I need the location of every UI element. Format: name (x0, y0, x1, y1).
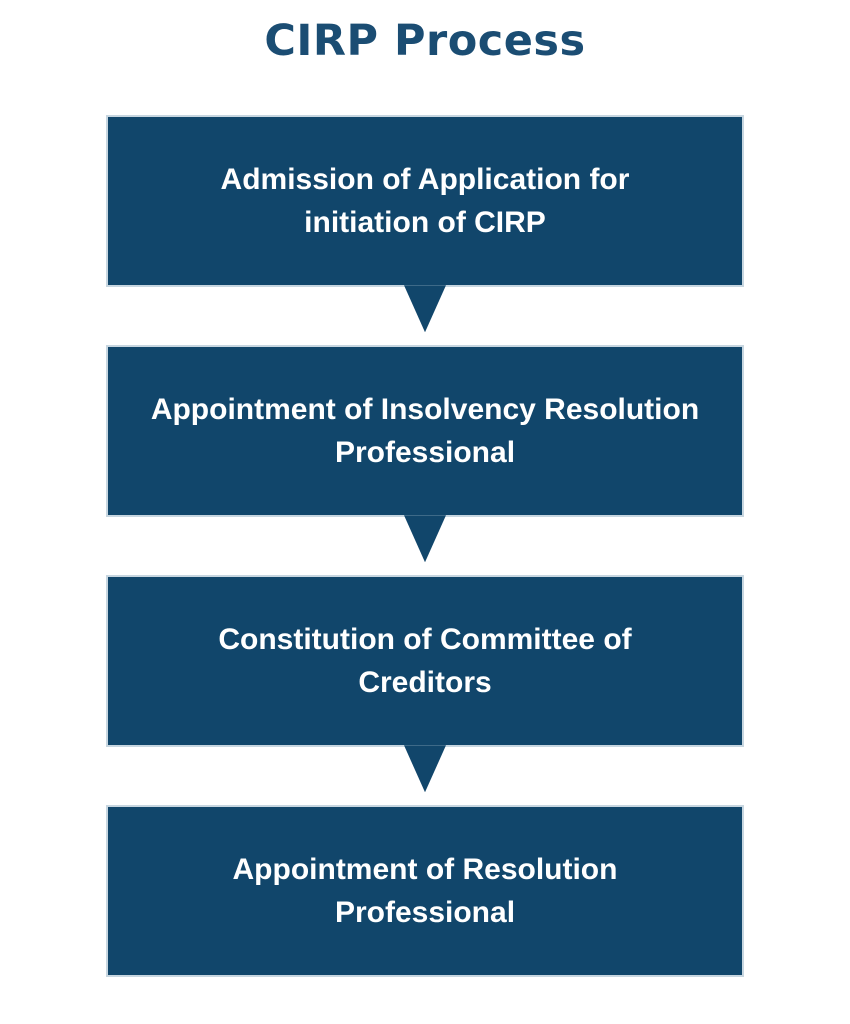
step-label-line: Admission of Application for (220, 163, 630, 197)
step-box: Constitution of Committee of Creditors (106, 575, 744, 748)
step-label-line: Professional (334, 436, 516, 470)
step-constitution-of-committee-of-creditors: Constitution of Committee of Creditors (106, 575, 744, 805)
connector (395, 745, 455, 805)
step-box: Admission of Application for initiation … (106, 115, 744, 288)
page-title: CIRP Process (264, 16, 586, 66)
step-label-line: Creditors (358, 666, 492, 700)
step-box: Appointment of Resolution Professional (106, 805, 744, 978)
step-label-line: initiation of CIRP (304, 206, 546, 240)
arrow-down-icon (404, 745, 446, 793)
arrow-down-icon (404, 515, 446, 563)
step-label-line: Constitution of Committee of (218, 623, 632, 657)
step-label-line: Appointment of Resolution (232, 853, 618, 887)
step-label-line: Appointment of Insolvency Resolution (150, 393, 700, 427)
step-admission-of-application: Admission of Application for initiation … (106, 115, 744, 345)
step-appointment-of-resolution-professional: Appointment of Resolution Professional (106, 805, 744, 978)
arrow-down-icon (404, 285, 446, 333)
step-box: Appointment of Insolvency Resolution Pro… (106, 345, 744, 518)
process-flowchart: Admission of Application for initiation … (106, 115, 744, 978)
step-label-line: Professional (334, 896, 516, 930)
connector (395, 515, 455, 575)
connector (395, 285, 455, 345)
step-appointment-of-insolvency-resolution-professional: Appointment of Insolvency Resolution Pro… (106, 345, 744, 575)
